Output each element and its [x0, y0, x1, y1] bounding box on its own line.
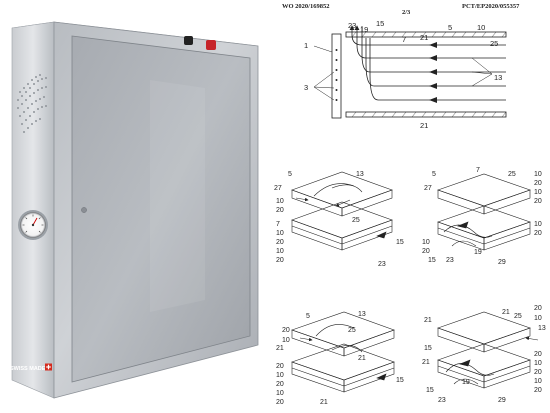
publication-number: WO 2020/169852: [282, 3, 330, 10]
ref-label: 20: [276, 257, 284, 264]
ref-label: 25: [490, 39, 498, 48]
ref-label: 21: [502, 309, 510, 316]
ref-label: 5: [448, 23, 452, 32]
figure-3-labels: 5 27 7 25 10 20 10 20 10 20 10 20 15 19 …: [422, 167, 542, 266]
ref-label: 20: [534, 198, 542, 205]
ref-label: 25: [348, 327, 356, 334]
black-knob-icon: [184, 36, 193, 45]
ref-label: 21: [422, 359, 430, 366]
door-lock-icon: [81, 207, 87, 213]
ref-label: 21: [424, 317, 432, 324]
ref-label: 10: [534, 171, 542, 178]
ref-label: 20: [276, 239, 284, 246]
ref-label: 13: [356, 171, 364, 178]
ref-label: 10: [534, 378, 542, 385]
ref-label: 10: [534, 315, 542, 322]
ref-label: 15: [428, 257, 436, 264]
application-number: PCT/EP2020/055357: [462, 3, 520, 10]
figure-4-labels: 5 13 20 10 25 21 21 20 10 20 10 20 21 15: [276, 311, 404, 406]
ref-label: 13: [358, 311, 366, 318]
ref-label: 20: [422, 248, 430, 255]
ref-label: 19: [360, 25, 368, 34]
ref-label: 10: [276, 230, 284, 237]
ref-label: 15: [396, 377, 404, 384]
ref-label: 5: [288, 171, 292, 178]
ref-label: 29: [498, 259, 506, 266]
ref-label: 7: [276, 221, 280, 228]
ref-label: 20: [276, 381, 284, 388]
figure-5-layer-stack: [437, 311, 539, 389]
ref-label: 15: [376, 19, 384, 28]
figure-1-flow-diagram: [313, 25, 507, 119]
cabinet-door: [71, 35, 251, 383]
ref-label: 10: [477, 23, 485, 32]
ref-label: 19: [462, 379, 470, 386]
ref-label: 20: [534, 305, 542, 312]
ref-label: 21: [420, 121, 428, 130]
manifold: [331, 33, 342, 119]
figure-1-labels: 1 3 5 7 10 13 15 19 21 21 23 25: [304, 19, 502, 130]
figure-5-labels: 21 21 25 20 10 13 15 20 10 20 10 20 21 1…: [422, 305, 546, 404]
ref-label: 21: [320, 399, 328, 406]
figure-2-labels: 5 27 10 20 13 25 7 10 20 10 20 15 23: [274, 171, 404, 268]
ref-label: 21: [276, 345, 284, 352]
ref-label: 20: [534, 230, 542, 237]
ref-label: 23: [438, 397, 446, 404]
ref-label: 10: [276, 390, 284, 397]
ref-label: 1: [304, 41, 308, 50]
wall-cabinet-illustration: SWISS MADE: [10, 21, 259, 399]
ref-label: 21: [420, 33, 428, 42]
ref-label: 20: [276, 399, 284, 406]
ref-label: 23: [348, 21, 356, 30]
ref-label: 20: [534, 369, 542, 376]
ref-label: 20: [534, 351, 542, 358]
ref-label: 10: [422, 239, 430, 246]
ref-label: 13: [494, 73, 502, 82]
ref-label: 10: [534, 189, 542, 196]
ref-label: 20: [534, 387, 542, 394]
vent-grille-icon: [17, 74, 47, 133]
ref-label: 10: [276, 372, 284, 379]
figure-4-layer-stack: [291, 311, 395, 393]
patent-drawing-sheet: WO 2020/169852 2/3 PCT/EP2020/055357: [262, 0, 550, 408]
ref-label: 13: [538, 325, 546, 332]
ref-label: 10: [282, 337, 290, 344]
ref-label: 3: [304, 83, 308, 92]
ref-label: 5: [306, 313, 310, 320]
ref-label: 20: [276, 207, 284, 214]
figure-3-layer-stack: [437, 173, 531, 251]
ref-label: 20: [282, 327, 290, 334]
ref-label: 25: [514, 313, 522, 320]
ref-label: 7: [476, 167, 480, 174]
ref-label: 10: [534, 360, 542, 367]
ref-label: 27: [424, 185, 432, 192]
ref-label: 25: [508, 171, 516, 178]
red-knob-icon: [206, 40, 216, 50]
ref-label: 27: [274, 185, 282, 192]
ref-label: 15: [396, 239, 404, 246]
ref-label: 25: [352, 217, 360, 224]
ref-label: 10: [276, 248, 284, 255]
ref-label: 7: [402, 35, 406, 44]
ref-label: 19: [474, 249, 482, 256]
product-photo: SWISS MADE: [0, 0, 262, 408]
sheet-number: 2/3: [402, 9, 411, 16]
ref-label: 21: [358, 355, 366, 362]
ref-label: 10: [276, 198, 284, 205]
ref-label: 15: [424, 345, 432, 352]
ref-label: 5: [432, 171, 436, 178]
lower-plate: [345, 111, 507, 118]
brand-label-text: SWISS MADE: [10, 366, 46, 372]
ref-label: 15: [426, 387, 434, 394]
ref-label: 29: [498, 397, 506, 404]
patent-figures: 1 3 5 7 10 13 15 19 21 21 23 25: [274, 19, 546, 406]
pressure-gauge-icon: [18, 210, 48, 240]
ref-label: 23: [446, 257, 454, 264]
swiss-made-label: SWISS MADE: [10, 363, 52, 372]
figure-2-layer-stack: [291, 171, 393, 251]
ref-label: 20: [276, 363, 284, 370]
ref-label: 23: [378, 261, 386, 268]
ref-label: 20: [534, 180, 542, 187]
ref-label: 10: [534, 221, 542, 228]
